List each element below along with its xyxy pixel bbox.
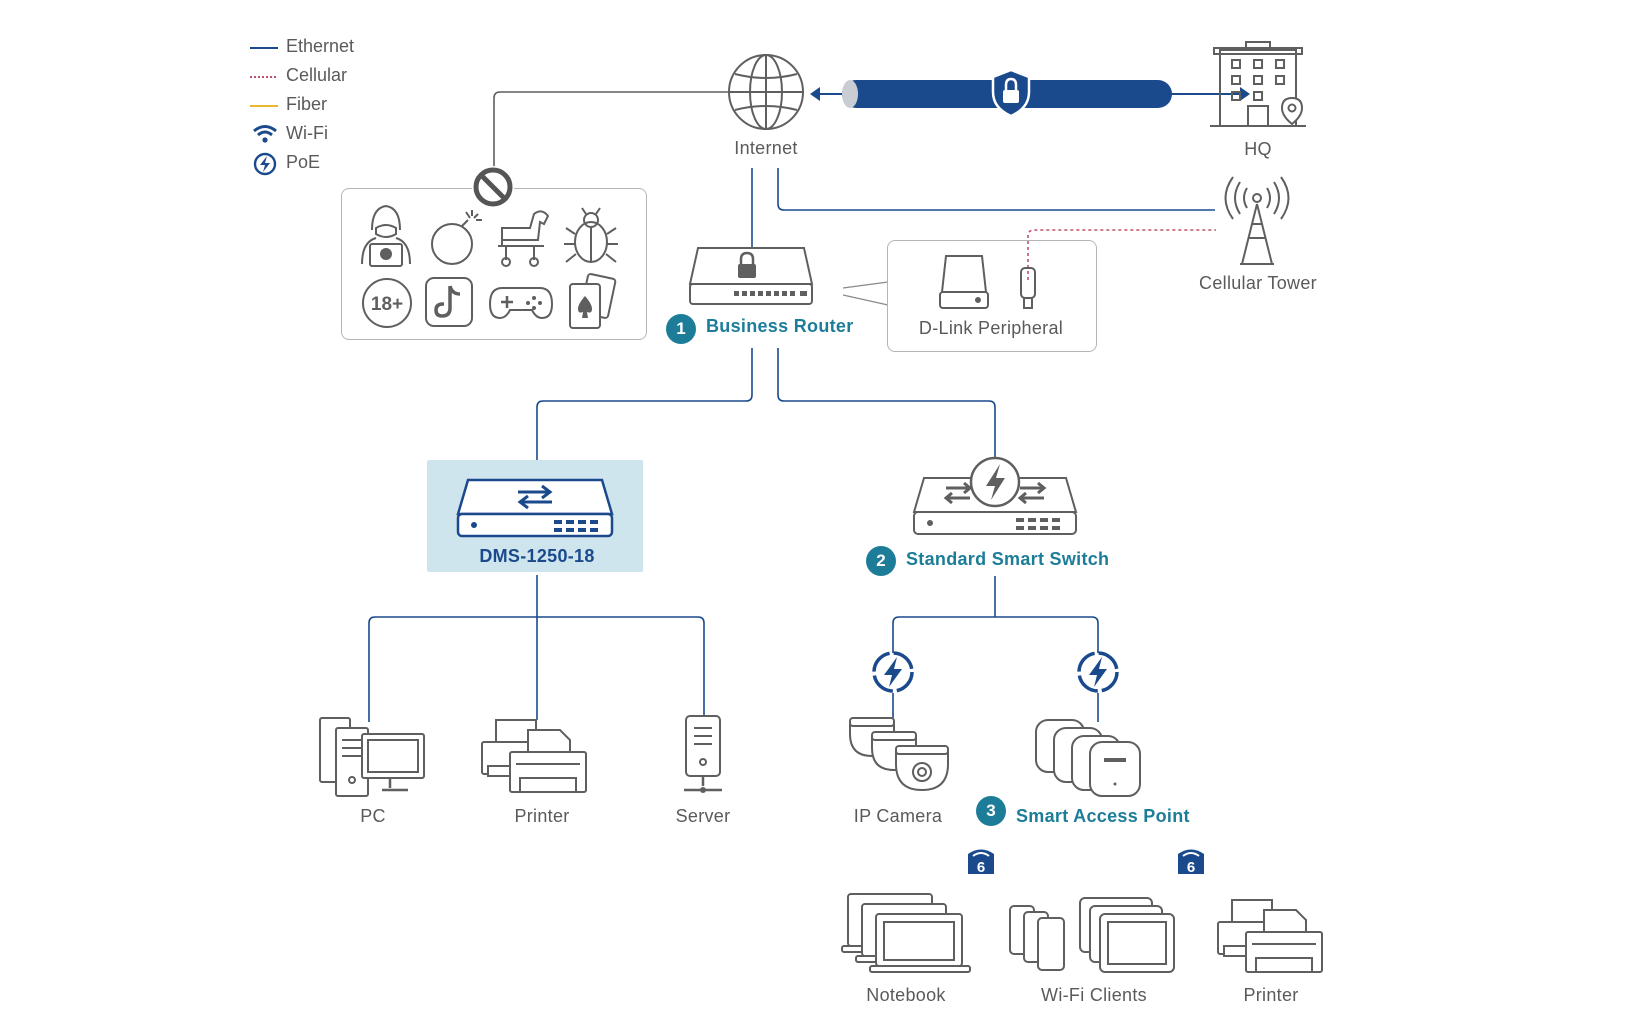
router-to-switch-line — [777, 348, 996, 462]
wifi6-icon: 6 — [1178, 849, 1204, 876]
dms-to-pc-line — [368, 616, 537, 722]
pc-icon — [319, 717, 425, 797]
notebook-icon — [841, 893, 971, 973]
step-badge-3: 3 — [976, 796, 1006, 826]
wifi-clients-icon — [1009, 897, 1175, 973]
globe-icon — [728, 54, 804, 130]
server-icon — [684, 715, 722, 793]
bug-icon — [564, 207, 618, 263]
legend-cellular-label: Cellular — [286, 65, 348, 85]
peripheral-box — [887, 240, 1097, 352]
dms-switch-icon — [456, 478, 614, 538]
poe-icon — [1077, 651, 1119, 693]
hacker-icon — [361, 204, 411, 267]
router-to-dms-line — [536, 348, 753, 462]
internet-to-filter-line — [493, 91, 730, 168]
cellular-link-line — [1027, 229, 1216, 280]
legend-poe-label: PoE — [286, 152, 321, 172]
printer-icon — [1217, 899, 1323, 973]
poe-icon — [253, 152, 277, 176]
business-router-icon — [688, 247, 814, 305]
hard-drive-icon — [939, 255, 989, 309]
ip-camera-icon — [849, 717, 949, 792]
printer-icon — [481, 719, 587, 793]
trojan-horse-icon — [498, 210, 550, 267]
cellular-tower-label: Cellular Tower — [1199, 273, 1317, 293]
tiktok-icon — [425, 277, 473, 327]
smart-ap-label: Smart Access Point — [1016, 806, 1190, 826]
internet-to-tower-line — [777, 168, 1215, 211]
building-icon — [1210, 41, 1306, 127]
adult-content-icon: 18+ — [362, 278, 412, 328]
standard-switch-label: Standard Smart Switch — [906, 549, 1110, 569]
step-badge-1: 1 — [666, 314, 696, 344]
smart-switch-icon — [912, 456, 1078, 535]
wifi-clients-label: Wi-Fi Clients — [1041, 985, 1147, 1005]
dms-label: DMS-1250-18 — [479, 546, 595, 566]
legend-fiber-label: Fiber — [286, 94, 328, 114]
pc-label: PC — [360, 806, 386, 826]
poe-icon — [872, 651, 914, 693]
bomb-icon — [431, 210, 482, 265]
wifi6-badge-text: 6 — [977, 859, 985, 876]
business-router-label: Business Router — [706, 316, 854, 336]
switch-to-poe-line — [892, 616, 1099, 657]
printer-left-label: Printer — [514, 806, 570, 826]
legend-ethernet-label: Ethernet — [286, 36, 355, 56]
ip-camera-label: IP Camera — [853, 806, 943, 826]
age-badge-text: 18+ — [371, 294, 403, 315]
server-label: Server — [675, 806, 731, 826]
playing-cards-icon — [569, 273, 617, 329]
wifi6-badge-text: 6 — [1187, 859, 1195, 876]
wifi-icon — [253, 125, 277, 143]
cellular-tower-icon — [1224, 176, 1290, 265]
access-point-icon — [1035, 719, 1141, 797]
usb-dongle-icon — [1020, 267, 1036, 309]
dms-to-server-line — [537, 616, 705, 720]
wifi6-icon: 6 — [968, 849, 994, 876]
dlink-peripheral-label: D-Link Peripheral — [918, 318, 1064, 338]
shield-lock-icon — [991, 68, 1031, 118]
gamepad-icon — [488, 287, 554, 320]
prohibited-icon — [472, 166, 514, 208]
step-badge-2: 2 — [866, 546, 896, 576]
legend-wifi-label: Wi-Fi — [286, 123, 328, 143]
hq-label: HQ — [1244, 139, 1272, 159]
internet-label: Internet — [734, 138, 798, 158]
notebook-label: Notebook — [866, 985, 946, 1005]
printer-right-label: Printer — [1243, 985, 1299, 1005]
peripheral-link-line — [842, 281, 889, 306]
